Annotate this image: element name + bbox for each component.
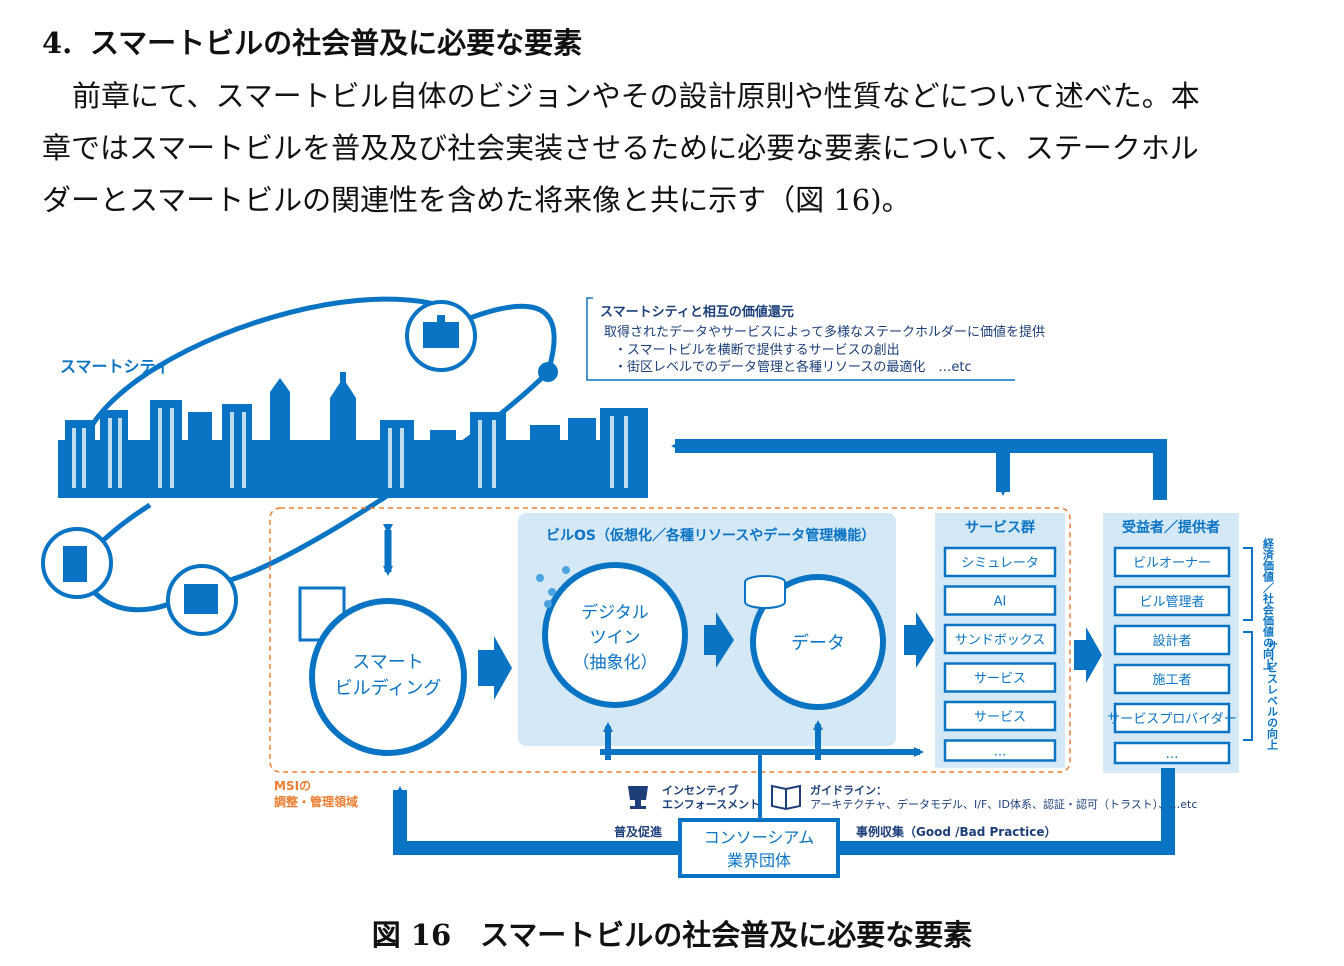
flow-arrow (704, 612, 734, 668)
incentive-label: インセンティブ (662, 783, 738, 797)
service-item-box (943, 585, 1057, 616)
side-label: サービスレベルの向上 (1266, 640, 1279, 750)
service-item-box (943, 700, 1057, 732)
stakeholder-item-box (1113, 663, 1231, 695)
stakeholder-item-box (1113, 702, 1231, 734)
side-bracket (1243, 631, 1253, 741)
stakeholder-item-box (1113, 741, 1231, 765)
stakeholder-item-box (1113, 585, 1231, 617)
data-circle (750, 574, 886, 710)
value-return-line: ・街区レベルでのデータ管理と各種リソースの最適化 …etc (614, 359, 972, 375)
network-icon (536, 566, 570, 608)
digital-twin-label: （抽象化） (573, 653, 658, 673)
flow-arrow (1074, 627, 1102, 683)
smart-city-label: スマートシティ (60, 357, 171, 376)
smart-building-circle (309, 598, 467, 756)
msi-label: 調整・管理領域 (274, 794, 358, 809)
value-return-title: スマートシティと相互の価値還元 (600, 304, 794, 320)
stakeholder-item-label: 設計者 (1152, 633, 1191, 649)
flow-arrow (904, 612, 934, 668)
digital-twin-circle (542, 562, 688, 708)
database-icon (744, 575, 786, 609)
orbit-dot (538, 362, 558, 382)
msi-label: MSIの (274, 779, 311, 793)
section-heading: 4. スマートビルの社会普及に必要な要素 (42, 20, 582, 62)
service-item-label: サービス (974, 672, 1026, 687)
service-item-label: AI (994, 595, 1007, 610)
office-building-icon (41, 527, 113, 599)
incentive-label: エンフォースメント (662, 798, 760, 811)
side-label: 経済価値／社会価値の向上 (1262, 537, 1276, 670)
case-collection-label: 事例収集（Good /Bad Practice） (856, 824, 1057, 839)
stakeholder-item-label: ビル管理者 (1139, 595, 1204, 610)
smart-building-label: スマート (352, 652, 423, 673)
hospital-icon (405, 300, 477, 372)
stakeholder-item-label: … (1166, 747, 1179, 762)
paragraph-line: 章ではスマートビルを普及及び社会実装させるために必要な要素について、ステークホル (42, 131, 1199, 165)
promotion-label: 普及促進 (614, 824, 663, 839)
service-item-box (943, 623, 1057, 655)
paragraph-line: ダーとスマートビルの関連性を含めた将来像と共に示す（図 16)。 (42, 183, 911, 217)
stakeholder-item-label: ビルオーナー (1133, 556, 1211, 571)
book-icon (771, 784, 801, 811)
consortium-label: 業界団体 (727, 851, 791, 870)
service-item-box (943, 739, 1057, 762)
flow-arrow (478, 636, 512, 700)
data-label: データ (791, 633, 845, 654)
consortium-label: コンソーシアム (704, 828, 815, 847)
stakeholder-item-box (1113, 624, 1231, 656)
stakeholder-item-box (1113, 546, 1231, 578)
section-number: 4. (42, 26, 73, 60)
digital-twin-label: デジタル (581, 602, 649, 623)
service-item-box (943, 546, 1057, 578)
consortium-box (678, 818, 840, 878)
bldg-os-title: ビルOS（仮想化／各種リソースやデータ管理機能） (546, 527, 875, 544)
guideline-text: アーキテクチャ、データモデル、I/F、ID体系、認証・認可（トラスト）、…etc (810, 797, 1197, 811)
service-item-label: サービス (974, 710, 1026, 725)
guideline-title: ガイドライン： (810, 783, 887, 797)
trophy-icon (628, 786, 648, 809)
service-item-label: シミュレータ (961, 556, 1039, 571)
city-skyline-icon (58, 372, 648, 498)
section-title: スマートビルの社会普及に必要な要素 (90, 26, 583, 60)
promotion-arrow (393, 786, 680, 855)
case-collection-arrow (838, 768, 1175, 855)
msi-region (269, 507, 1071, 773)
digital-twin-label: ツイン (590, 628, 641, 648)
smart-building-label: ビルディング (335, 678, 442, 699)
city-return-arrow (671, 439, 1167, 500)
service-item-label: … (994, 745, 1007, 760)
apartment-icon (166, 564, 238, 636)
stakeholder-item-label: 施工者 (1152, 673, 1191, 688)
side-bracket (1243, 547, 1253, 621)
body-paragraph: 前章にて、スマートビル自体のビジョンやその設計原則や性質などについて述べた。本 … (42, 70, 1292, 226)
value-return-line: 取得されたデータやサービスによって多様なステークホルダーに価値を提供 (604, 324, 1045, 340)
value-return-line: ・スマートビルを横断で提供するサービスの創出 (614, 342, 900, 358)
figure-caption: 図 16 スマートビルの社会普及に必要な要素 (371, 918, 973, 952)
stakeholders-title: 受益者／提供者 (1122, 519, 1220, 536)
stakeholder-item-label: サービスプロバイダー (1107, 712, 1236, 727)
service-item-box (943, 662, 1057, 693)
paragraph-line: 前章にて、スマートビル自体のビジョンやその設計原則や性質などについて述べた。本 (72, 79, 1200, 113)
services-title: サービス群 (965, 519, 1035, 536)
service-item-label: サンドボックス (955, 633, 1046, 648)
